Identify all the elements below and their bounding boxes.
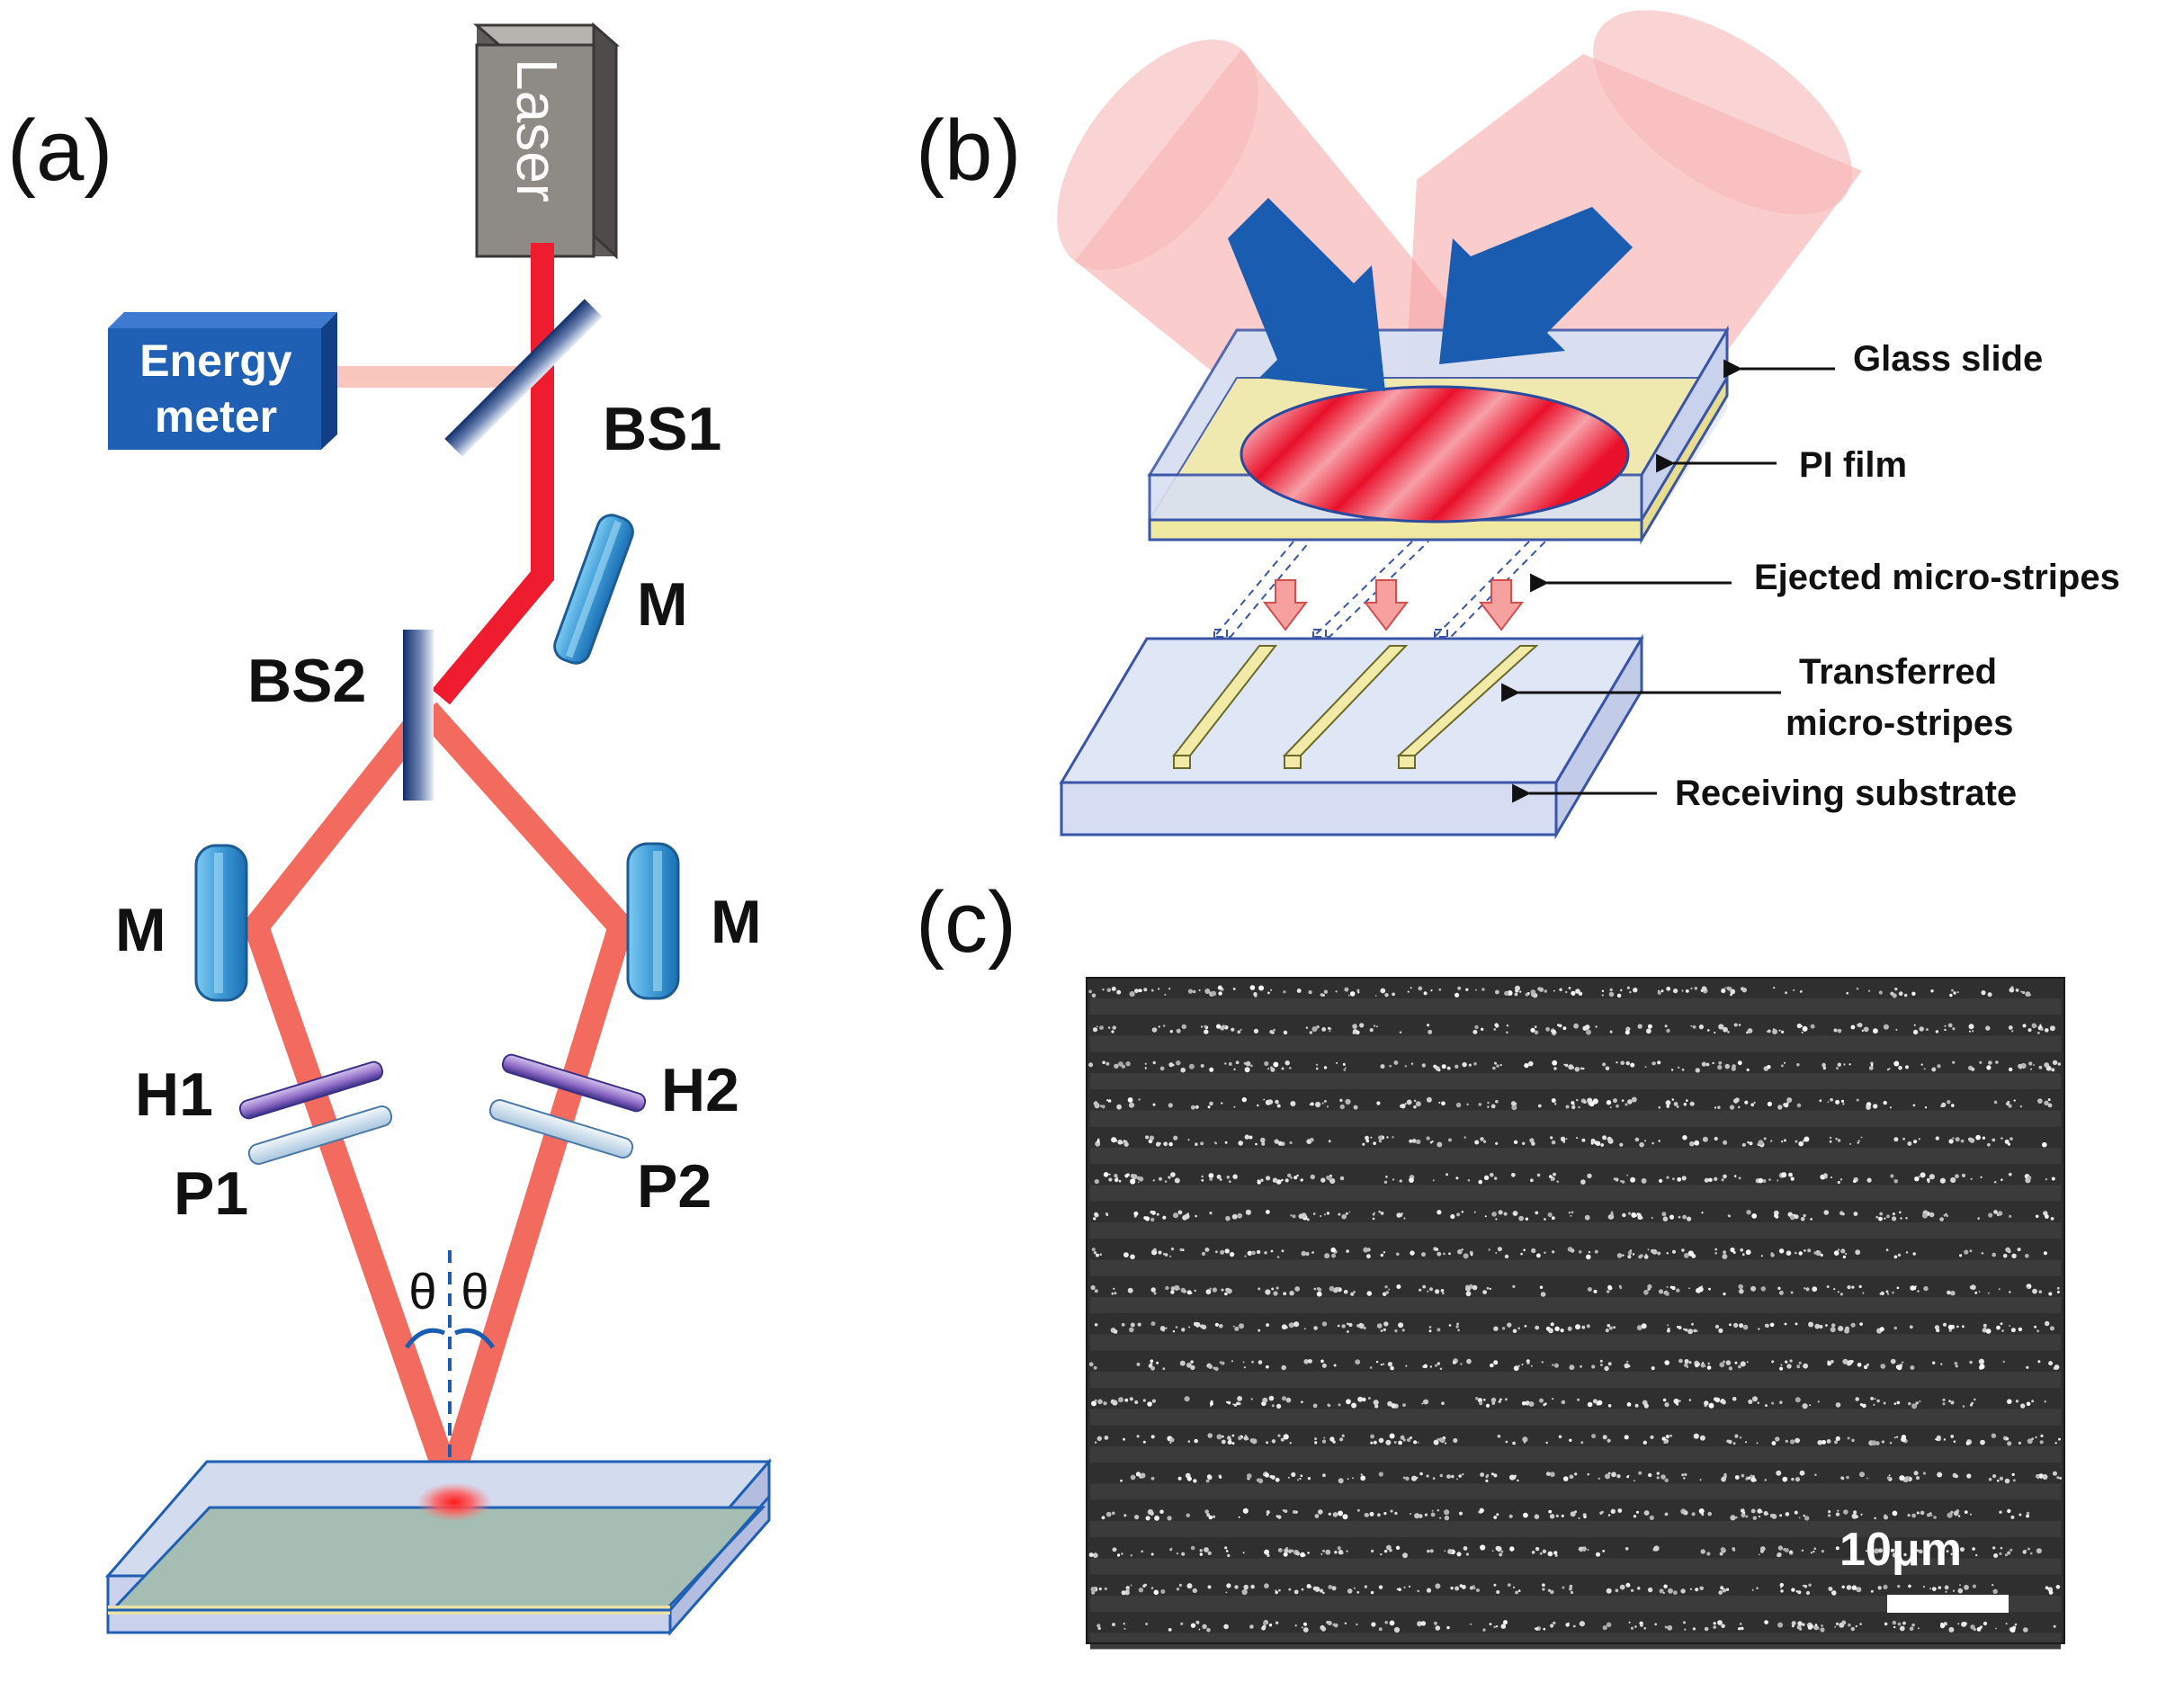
- down-arrow-1: [1262, 579, 1309, 631]
- halfwave-plate-h2: [501, 1053, 647, 1113]
- panel-a: (a) Laser Energy meter BS1: [7, 22, 773, 1636]
- laser-beam-vertical: [432, 243, 554, 705]
- energy-meter: Energy meter: [108, 312, 337, 450]
- beam-splitter-bs1: [444, 299, 603, 457]
- sem-image: [1086, 977, 2065, 1650]
- angle-arc-left: [404, 1328, 445, 1349]
- scale-bar-label: 10μm: [1839, 1524, 1962, 1576]
- energy-meter-label-2: meter: [155, 391, 277, 442]
- blue-arrow-right: [1439, 207, 1633, 364]
- beam-right-arm: [417, 702, 635, 1489]
- pi-film-label: PI film: [1799, 445, 1907, 485]
- halfwave-plate-h1: [238, 1060, 384, 1120]
- donor-stack: [1147, 325, 1730, 545]
- laser-label: Laser: [505, 58, 569, 202]
- beam-splitter-bs2: [403, 630, 434, 801]
- sem-stripes: [1088, 985, 2063, 1650]
- mirror-top: [553, 514, 634, 665]
- beam-cylinder-left-end: [1057, 39, 1258, 271]
- focus-spot: [416, 1482, 492, 1522]
- mirror-right-label: M: [711, 888, 762, 956]
- h2-label: H2: [661, 1056, 739, 1124]
- interference-spot: [1240, 385, 1630, 523]
- sample-stack: [104, 1457, 773, 1636]
- energy-meter-label-1: Energy: [139, 336, 292, 386]
- receiving-substrate: [1059, 633, 1644, 840]
- angle-right-label: θ: [461, 1263, 488, 1320]
- polarizer-p2: [488, 1098, 634, 1159]
- mirror-left-label: M: [115, 896, 166, 964]
- polarizer-p1: [247, 1105, 393, 1166]
- angle-arc-right: [454, 1328, 496, 1349]
- mirror-right: [626, 842, 680, 1000]
- panel-b: (b): [916, 10, 2120, 840]
- blue-arrow-left: [1228, 198, 1385, 391]
- beam-left-arm: [242, 702, 462, 1489]
- glass-slide-label: Glass slide: [1853, 339, 2043, 379]
- ejected-label: Ejected micro-stripes: [1754, 558, 2120, 597]
- panel-a-label: (a): [7, 103, 112, 199]
- angle-left-label: θ: [408, 1263, 436, 1320]
- panel-b-label: (b): [916, 103, 1021, 199]
- p1-label: P1: [174, 1159, 248, 1228]
- mirror-top-label: M: [637, 570, 688, 639]
- mirror-left: [194, 844, 248, 1002]
- beam-cylinder-right-end: [1593, 10, 1852, 215]
- transferred-label-1: Transferred: [1799, 652, 1997, 692]
- receiving-label: Receiving substrate: [1675, 774, 2017, 813]
- p2-label: P2: [637, 1152, 712, 1221]
- panel-c: (c) 10μm: [916, 874, 2065, 1650]
- bs1-label: BS1: [603, 395, 721, 463]
- transferred-label-2: micro-stripes: [1786, 703, 2013, 743]
- scale-bar: [1887, 1595, 2009, 1613]
- h1-label: H1: [135, 1060, 213, 1129]
- panel-c-label: (c): [916, 874, 1016, 971]
- down-arrow-3: [1478, 579, 1525, 631]
- down-arrow-2: [1363, 579, 1410, 631]
- bs2-label: BS2: [247, 647, 366, 715]
- laser-source: Laser: [473, 22, 620, 260]
